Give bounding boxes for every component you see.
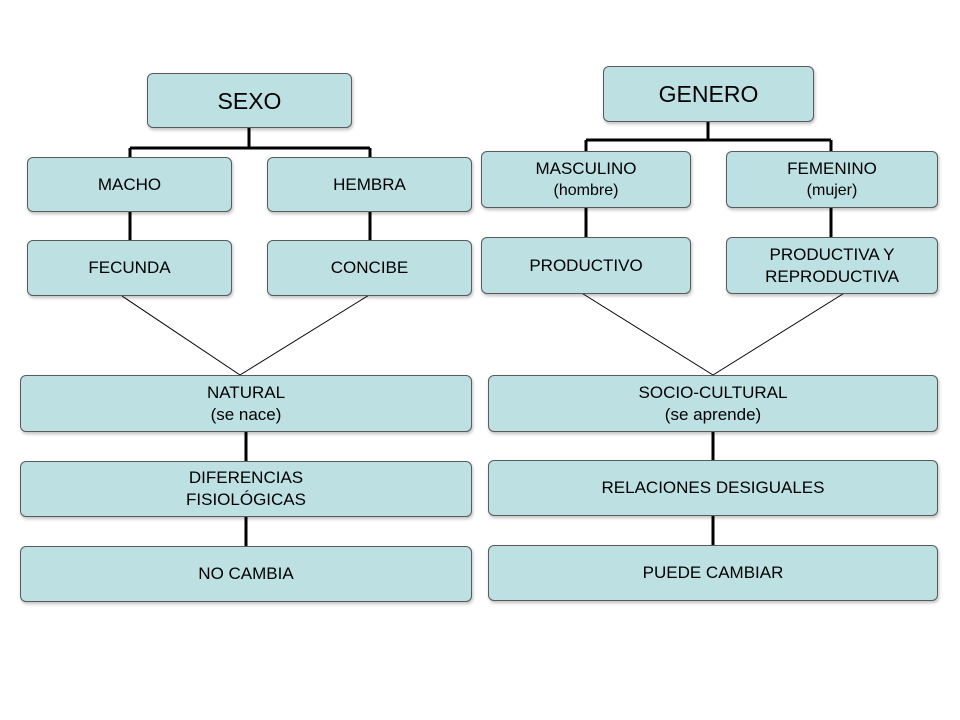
macho-label: MACHO [97,174,162,194]
diferencias-box: DIFERENCIAS FISIOLÓGICAS [20,461,472,517]
fecunda-natural-line [121,295,241,376]
concibe-natural-line [239,291,375,376]
fecunda-box: FECUNDA [27,240,232,296]
socio-cultural-box: SOCIO-CULTURAL (se aprende) [488,375,938,432]
no-cambia-box: NO CAMBIA [20,546,472,602]
genero-title-box: GENERO [603,66,814,122]
concibe-label: CONCIBE [330,258,409,277]
masculino-sublabel: (hombre) [553,181,619,199]
hembra-box: HEMBRA [267,157,472,212]
productivo-box: PRODUCTIVO [481,237,691,294]
relaciones-box: RELACIONES DESIGUALES [488,460,938,516]
productiva-line2: REPRODUCTIVA [765,266,899,286]
productivo-socio-line [579,291,714,376]
natural-sublabel: (se nace) [210,404,282,424]
productiva-line1: PRODUCTIVA Y [769,244,895,264]
diferencias-line1: DIFERENCIAS [188,468,304,487]
sexo-title: SEXO [217,87,282,114]
socio-cultural-sublabel: (se aprende) [664,404,762,424]
socio-cultural-label: SOCIO-CULTURAL [638,382,788,402]
concibe-box: CONCIBE [267,240,472,296]
masculino-box: MASCULINO (hombre) [481,151,691,208]
natural-label: NATURAL [206,382,286,402]
puede-cambiar-label: PUEDE CAMBIAR [642,563,784,582]
macho-box: MACHO [27,157,232,212]
hembra-label: HEMBRA [333,174,406,194]
masculino-label: MASCULINO [535,158,637,178]
femenino-box: FEMENINO (mujer) [726,151,938,208]
natural-box: NATURAL (se nace) [20,375,472,432]
no-cambia-label: NO CAMBIA [198,564,294,583]
diferencias-line2: FISIOLÓGICAS [186,490,306,509]
puede-cambiar-box: PUEDE CAMBIAR [488,545,938,601]
productivo-label: PRODUCTIVO [529,255,643,275]
femenino-sublabel: (mujer) [806,181,858,199]
productiva-box: PRODUCTIVA Y REPRODUCTIVA [726,237,938,294]
relaciones-label: RELACIONES DESIGUALES [601,478,825,497]
genero-title: GENERO [658,81,759,107]
femenino-label: FEMENINO [787,158,877,178]
sexo-title-box: SEXO [147,73,352,128]
productiva-socio-line [712,291,847,376]
fecunda-label: FECUNDA [88,258,171,277]
